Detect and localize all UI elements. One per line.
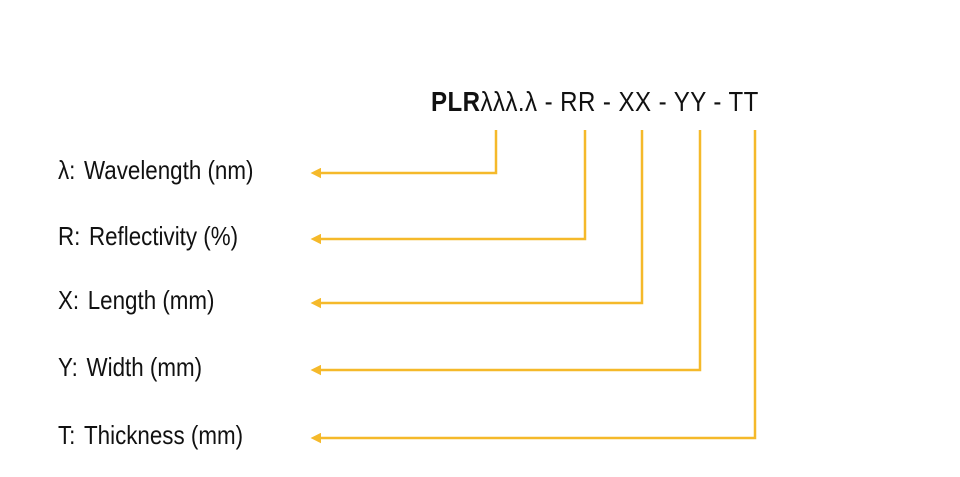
legend-item-thickness: T: Thickness (mm) bbox=[58, 420, 243, 451]
legend-symbol: R: bbox=[58, 221, 81, 251]
legend-label: Width (mm) bbox=[86, 352, 203, 382]
legend-item-width: Y: Width (mm) bbox=[58, 352, 202, 383]
legend-label: Reflectivity (%) bbox=[88, 221, 239, 251]
part-number-code: PLRλλλ.λ - RR - XX - YY - TT bbox=[431, 86, 759, 118]
legend-label: Thickness (mm) bbox=[84, 420, 244, 450]
connector-reflectivity bbox=[310, 130, 587, 245]
connector-width bbox=[310, 130, 702, 376]
legend-label: Wavelength (nm) bbox=[84, 155, 254, 185]
connector-wavelength bbox=[310, 130, 498, 179]
legend-symbol: λ: bbox=[58, 155, 76, 185]
connector-length bbox=[310, 130, 644, 309]
legend-item-reflectivity: R:Reflectivity (%) bbox=[58, 221, 238, 252]
code-prefix: PLR bbox=[431, 86, 481, 117]
legend-item-wavelength: λ: Wavelength (nm) bbox=[58, 155, 253, 186]
connector-thickness bbox=[310, 130, 757, 444]
legend-symbol: T: bbox=[58, 420, 76, 450]
legend-label: Length (mm) bbox=[87, 285, 215, 315]
legend-symbol: X: bbox=[58, 285, 80, 315]
legend-symbol: Y: bbox=[58, 352, 78, 382]
legend-item-length: X:Length (mm) bbox=[58, 285, 214, 316]
code-fields: λλλ.λ - RR - XX - YY - TT bbox=[480, 86, 759, 117]
